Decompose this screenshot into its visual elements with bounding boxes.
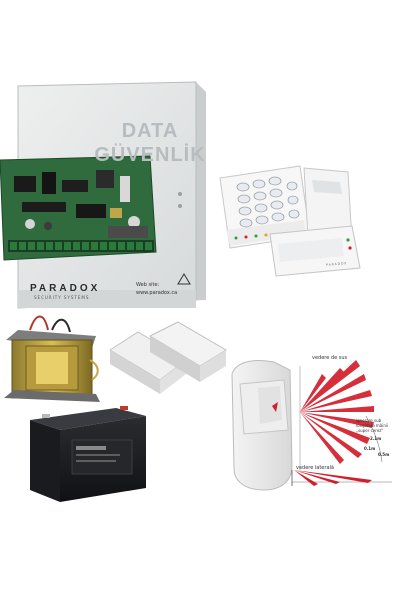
diagram-pet-label-1: ignorare sub	[356, 418, 382, 423]
detection-pattern-diagram	[291, 360, 392, 486]
cabinet-brand-sub: SECURITY SYSTEMS	[34, 295, 90, 300]
diagram-dim-2: 0.1m	[364, 446, 376, 451]
diagram-side-label: vedere laterală	[296, 465, 334, 471]
cabinet-web-label: Web site:	[136, 282, 160, 288]
cabinet-web-url: www.paradox.ca	[136, 290, 178, 296]
pir-motion-detector	[231, 360, 293, 491]
keypad-small	[269, 225, 361, 277]
diagram-pet-label-3: „super cerez"	[356, 428, 384, 433]
cabinet-watermark-line1: DATA	[121, 120, 179, 142]
magnetic-door-contacts	[109, 321, 227, 394]
cabinet-brand: PARADOX	[30, 283, 101, 294]
cabinet-watermark-line2: GÜVENLİK	[94, 144, 206, 166]
diagram-dim-3: 0.5m	[378, 452, 390, 457]
keypad-main	[219, 165, 311, 249]
battery	[30, 406, 146, 502]
diagram-top-label: vedere de sus	[312, 355, 348, 361]
diagram-dim-1: 2.1m	[370, 436, 382, 441]
pcb-board	[0, 155, 157, 261]
diagram-pet-label-2: lungimea mâinii	[356, 423, 389, 428]
transformer	[4, 315, 100, 402]
